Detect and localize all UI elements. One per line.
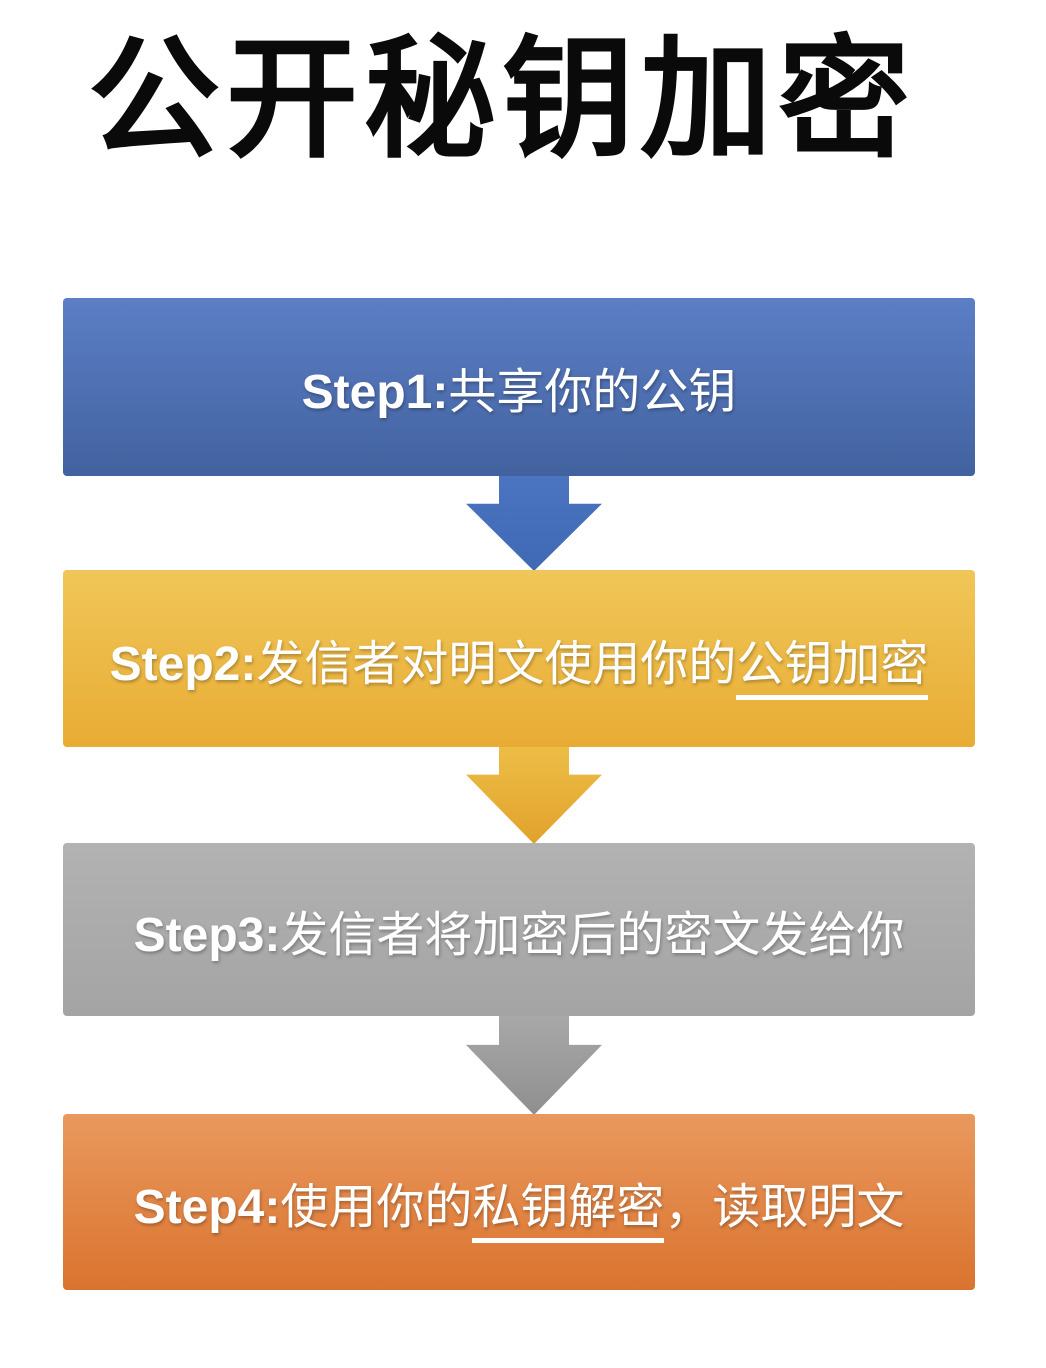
step-box-1: Step1:共享你的公钥 <box>63 298 975 476</box>
down-arrow-icon-3 <box>466 1016 602 1115</box>
step-3-body: 发信者将加密后的密文发给你 <box>280 908 905 962</box>
step-box-4: Step4:使用你的私钥解密，读取明文 <box>63 1114 975 1290</box>
step-2-underlined: 公钥加密 <box>736 637 929 700</box>
step-4-underlined: 私钥解密 <box>472 1181 665 1243</box>
down-arrow-icon-1 <box>466 476 602 571</box>
step-2-label: Step2: <box>109 637 257 691</box>
step-4-body: 使用你的 <box>280 1181 473 1234</box>
down-arrow-shape <box>466 476 602 571</box>
step-1-label: Step1: <box>301 366 449 419</box>
step-2-body: 发信者对明文使用你的 <box>256 637 737 691</box>
down-arrow-shape <box>466 1016 602 1115</box>
step-4-tail: ，读取明文 <box>664 1181 905 1234</box>
step-2-text: Step2:发信者对明文使用你的公钥加密 <box>109 624 929 700</box>
step-3-label: Step3: <box>133 908 281 962</box>
step-4-text: Step4:使用你的私钥解密，读取明文 <box>133 1167 905 1243</box>
slide-title: 公开秘钥加密 <box>88 26 916 173</box>
step-1-body: 共享你的公钥 <box>448 366 737 419</box>
down-arrow-icon-2 <box>466 746 602 844</box>
down-arrow-shape <box>466 746 602 844</box>
step-3-text: Step3:发信者将加密后的密文发给你 <box>134 895 905 965</box>
step-4-label: Step4: <box>133 1181 281 1234</box>
step-box-3: Step3:发信者将加密后的密文发给你 <box>63 843 975 1016</box>
step-box-2: Step2:发信者对明文使用你的公钥加密 <box>63 570 975 747</box>
step-1-text: Step1:共享你的公钥 <box>302 352 737 422</box>
